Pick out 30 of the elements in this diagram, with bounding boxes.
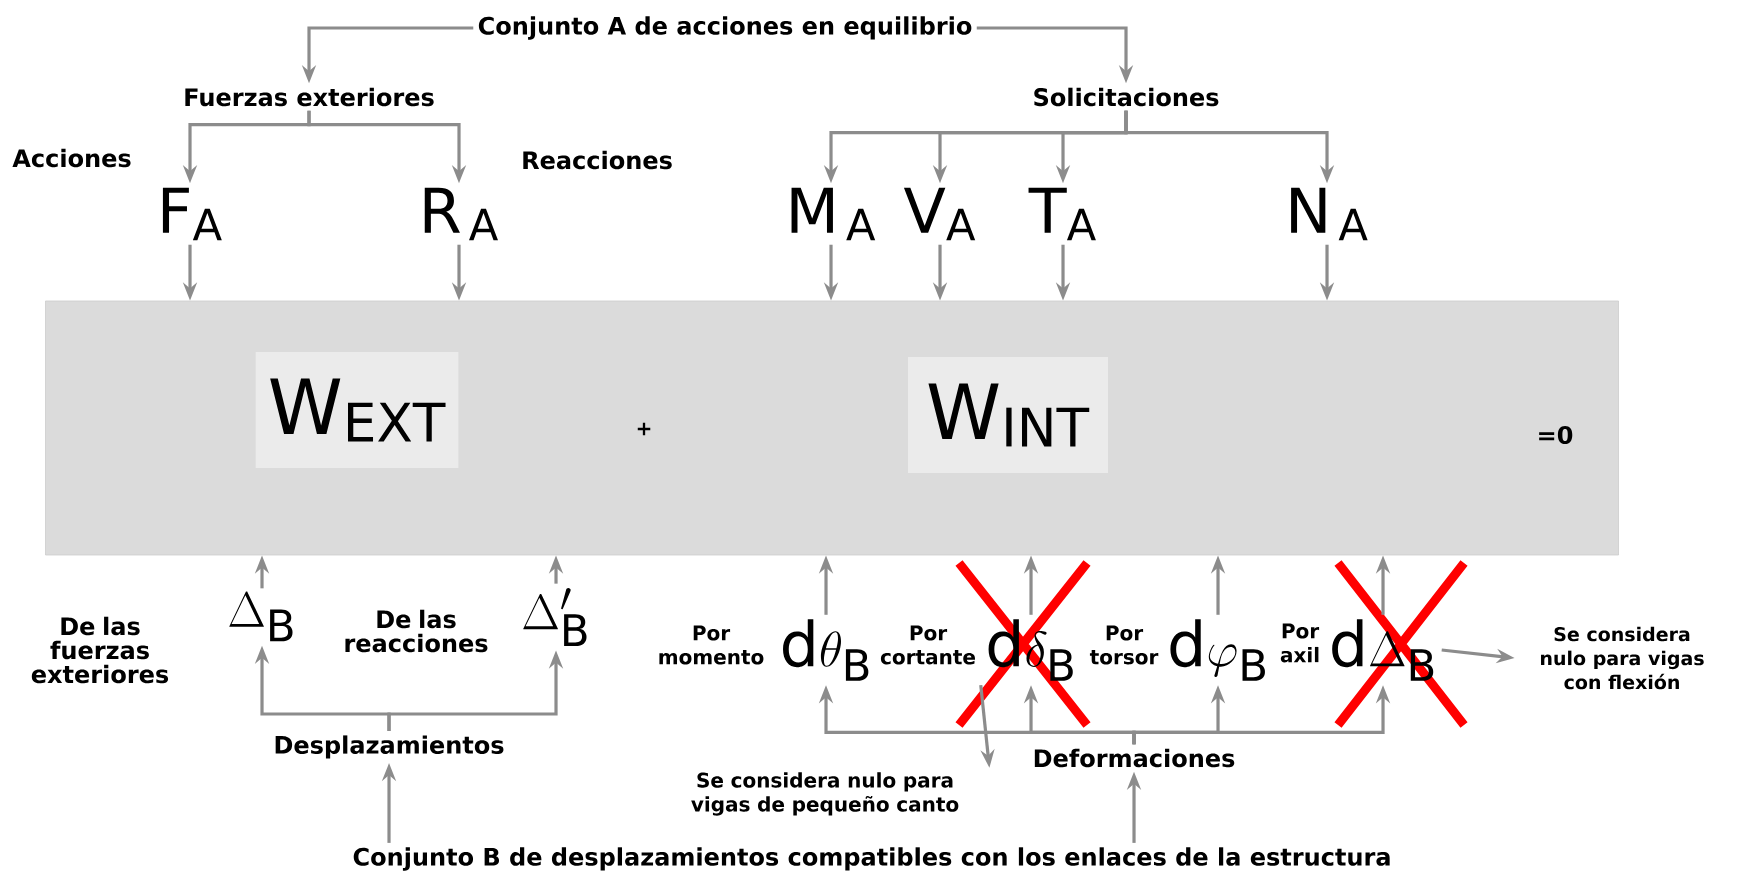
heading-text: Conjunto B de desplazamientos compatibles con los enlaces de la estructura: [353, 847, 1390, 871]
symbol: $\mathrm{V}_{\mathrm{A}}$: [903, 187, 976, 241]
side-label: Acciones: [12, 148, 131, 168]
symbol: $\mathrm{N}_{\,\mathrm{A}}$: [1291, 187, 1368, 241]
group-heading: Deformaciones: [1034, 748, 1235, 768]
side-label: Por axil: [1280, 623, 1320, 663]
symbol: $\mathrm{M}_{\,\mathrm{A}}$: [791, 187, 876, 241]
symbol: $\mathrm{R}_{\,\mathrm{A}}$: [424, 187, 498, 241]
heading-text: Conjunto A de acciones en equilibrio: [478, 16, 972, 40]
note-text: Se considera nulo para vigas de pequeño canto: [691, 772, 959, 816]
group-heading: Fuerzas exteriores: [185, 87, 434, 107]
equation-result: =0: [1539, 425, 1573, 445]
note-text: Se considera nulo para vigas con flexión: [1541, 626, 1704, 690]
group-heading: Solicitaciones: [1034, 87, 1219, 107]
side-label: Por cortante: [880, 625, 975, 665]
symbol: $\mathrm{d}\theta_{\mathrm{B}}$: [783, 619, 869, 681]
symbol: $\mathrm{d}\varphi_{\mathrm{B}}$: [1170, 619, 1265, 681]
symbol: $\Delta_{\mathrm{B}}$: [229, 591, 293, 642]
side-label: Por momento: [659, 625, 764, 665]
symbol: $\mathrm{T}_{\mathrm{A}}$: [1028, 187, 1096, 241]
plus-sign: +: [637, 422, 651, 436]
side-label: Por torsor: [1089, 625, 1159, 665]
symbol: $\Delta^{\prime}_{\mathrm{B}}$: [523, 587, 587, 646]
term-box: $\mathrm{W}_{\mathrm{INT}}$: [908, 357, 1108, 473]
side-label: De las reacciones: [345, 609, 488, 653]
group-heading: Desplazamientos: [275, 735, 504, 759]
symbol: $\mathrm{F}_{\mathrm{A}}$: [162, 187, 222, 241]
side-label: De las fuerzas exteriores: [31, 616, 169, 684]
term-box: $\mathrm{W}_{\mathrm{EXT}}$: [255, 352, 459, 468]
side-label: Reacciones: [523, 150, 672, 170]
